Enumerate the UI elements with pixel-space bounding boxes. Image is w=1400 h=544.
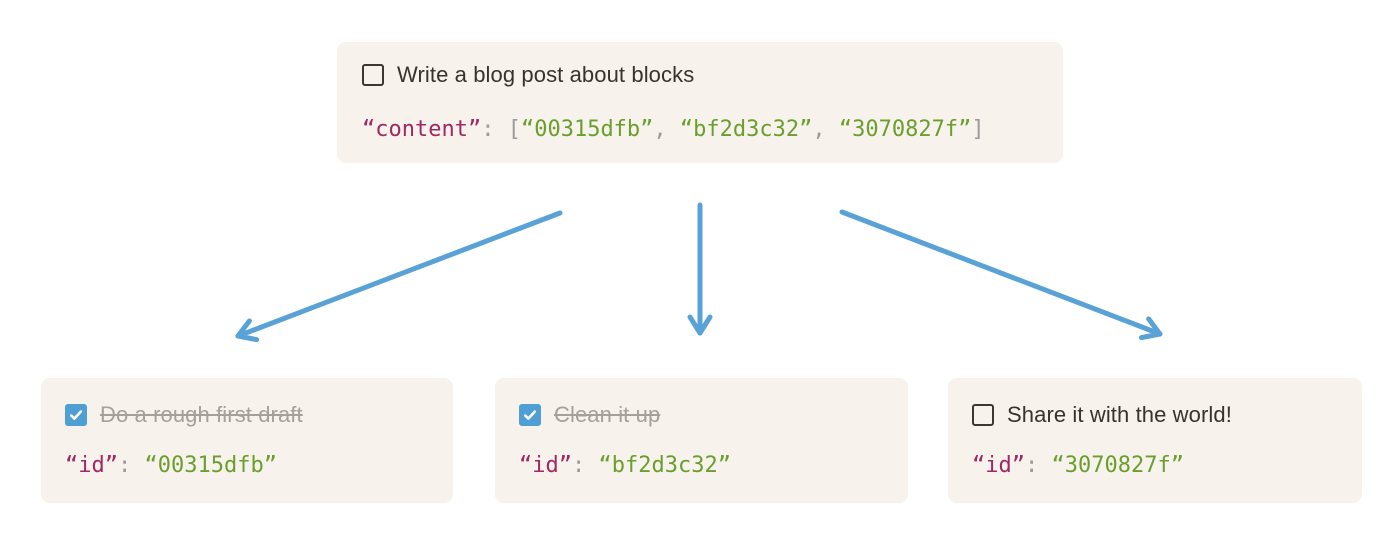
code-bracket-close: ] xyxy=(971,117,985,142)
child-block-card-draft: Do a rough first draft “id”: “00315dfb” xyxy=(41,378,453,503)
code-line: “content”: [“00315dfb”, “bf2d3c32”, “307… xyxy=(362,117,1038,143)
checkbox-checked-icon[interactable] xyxy=(65,404,87,426)
todo-label: Do a rough first draft xyxy=(100,402,303,427)
code-separator-2: , xyxy=(812,117,839,142)
code-colon: : xyxy=(481,117,508,142)
parent-block-card: Write a blog post about blocks “content”… xyxy=(337,42,1063,163)
code-key: “id” xyxy=(972,453,1025,478)
code-value-1: “00315dfb” xyxy=(520,117,654,142)
todo-label: Clean it up xyxy=(554,402,661,427)
code-line: “id”: “bf2d3c32” xyxy=(519,453,884,479)
todo-row: Do a rough first draft xyxy=(65,402,429,428)
code-line: “id”: “3070827f” xyxy=(972,453,1338,479)
todo-label: Write a blog post about blocks xyxy=(397,62,695,87)
code-key: “id” xyxy=(65,453,118,478)
code-key: “content” xyxy=(362,117,482,142)
code-line: “id”: “00315dfb” xyxy=(65,453,429,479)
checkbox-unchecked-icon[interactable] xyxy=(972,404,994,426)
arrow-to-child-3 xyxy=(839,209,1163,341)
child-block-card-clean: Clean it up “id”: “bf2d3c32” xyxy=(495,378,908,503)
code-value-2: “bf2d3c32” xyxy=(679,117,813,142)
checkbox-checked-icon[interactable] xyxy=(519,404,541,426)
todo-row: Clean it up xyxy=(519,402,884,428)
code-colon: : xyxy=(571,453,599,478)
checkmark-icon xyxy=(523,410,537,420)
code-value-3: “3070827f” xyxy=(838,117,972,142)
code-value: “00315dfb” xyxy=(144,453,277,478)
code-colon: : xyxy=(1024,453,1052,478)
child-block-card-share: Share it with the world! “id”: “3070827f… xyxy=(948,378,1362,503)
todo-label: Share it with the world! xyxy=(1007,402,1232,427)
arrow-to-child-1 xyxy=(235,210,563,343)
code-separator-1: , xyxy=(653,117,680,142)
code-value: “3070827f” xyxy=(1051,453,1184,478)
checkbox-unchecked-icon[interactable] xyxy=(362,64,384,86)
code-bracket-open: [ xyxy=(507,117,521,142)
checkmark-icon xyxy=(69,410,83,420)
todo-row: Write a blog post about blocks xyxy=(362,62,1038,88)
code-value: “bf2d3c32” xyxy=(598,453,731,478)
todo-row: Share it with the world! xyxy=(972,402,1338,428)
code-key: “id” xyxy=(519,453,572,478)
code-colon: : xyxy=(117,453,145,478)
